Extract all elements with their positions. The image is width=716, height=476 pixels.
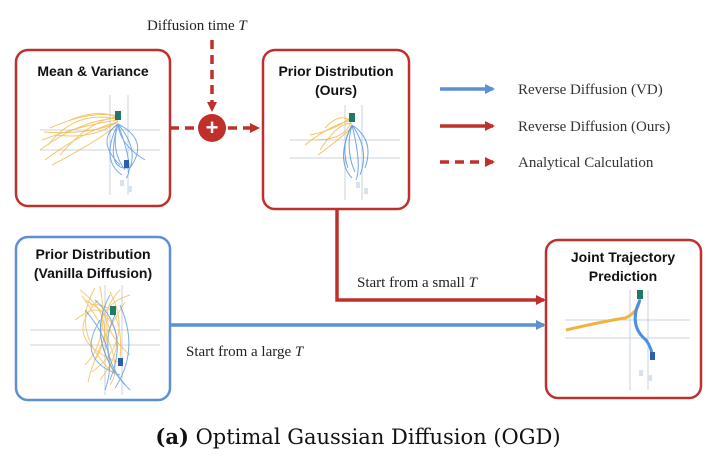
legend: Reverse Diffusion (VD) Reverse Diffusion… xyxy=(440,82,670,171)
figure-caption: (a) Optimal Gaussian Diffusion (OGD) xyxy=(155,424,560,449)
mean-variance-plot xyxy=(39,95,160,195)
plus-operator: + xyxy=(198,114,226,142)
joint-prediction-plot xyxy=(565,290,690,390)
mean-variance-title: Mean & Variance xyxy=(37,63,148,79)
prior-vanilla-box: Prior Distribution (Vanilla Diffusion) xyxy=(14,235,172,402)
prior-ours-box: Prior Distribution (Ours) xyxy=(261,48,411,211)
joint-prediction-title-line1: Joint Trajectory xyxy=(571,249,675,265)
small-t-arrow xyxy=(335,209,546,305)
prior-ours-plot xyxy=(290,105,400,200)
mean-variance-box: Mean & Variance xyxy=(14,48,172,208)
joint-prediction-box: Joint Trajectory Prediction xyxy=(544,238,703,400)
prior-vanilla-title-line2: (Vanilla Diffusion) xyxy=(34,265,152,281)
svg-text:Reverse Diffusion (VD): Reverse Diffusion (VD) xyxy=(518,82,663,98)
svg-text:+: + xyxy=(206,115,219,140)
legend-item-analytical: Analytical Calculation xyxy=(440,155,654,171)
svg-text:Analytical Calculation: Analytical Calculation xyxy=(518,155,654,171)
large-t-label: Start from a large T xyxy=(186,344,305,360)
prior-vanilla-title-line1: Prior Distribution xyxy=(35,246,150,262)
legend-item-vd: Reverse Diffusion (VD) xyxy=(440,82,663,98)
svg-text:Reverse Diffusion (Ours): Reverse Diffusion (Ours) xyxy=(518,119,670,135)
prior-ours-title-line1: Prior Distribution xyxy=(278,63,393,79)
diffusion-time-label: Diffusion time T xyxy=(147,18,248,34)
prior-vanilla-plot xyxy=(30,285,160,395)
legend-item-ours: Reverse Diffusion (Ours) xyxy=(440,119,670,135)
joint-prediction-title-line2: Prediction xyxy=(589,268,657,284)
prior-ours-title-line2: (Ours) xyxy=(315,82,357,98)
small-t-label: Start from a small T xyxy=(357,275,479,291)
